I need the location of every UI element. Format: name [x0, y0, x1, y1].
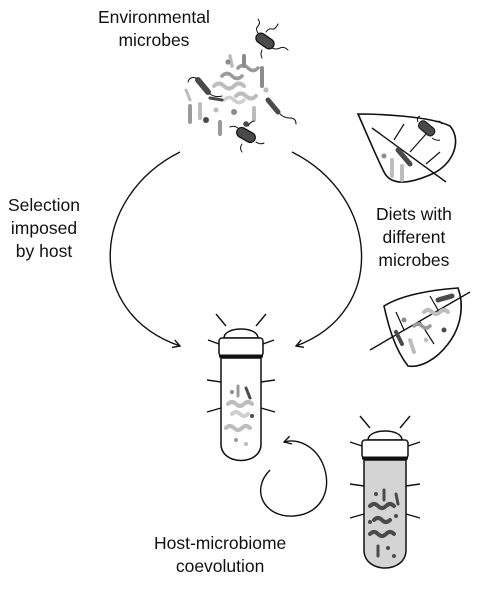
coevolution-label: Host-microbiome coevolution — [154, 532, 286, 578]
selection-arrow — [109, 151, 182, 349]
environmental-microbes-label-line-2: microbes — [118, 30, 190, 50]
selection-label: Selection imposed by host — [8, 194, 80, 263]
beetle-icon — [349, 415, 421, 569]
leaf-icon — [369, 287, 471, 368]
beetle-icon — [206, 313, 276, 462]
bacteria-cluster-icon — [184, 18, 297, 153]
flagellated-bacterium-icon — [187, 77, 223, 98]
selection-label-line-3: by host — [15, 241, 73, 261]
environmental-microbes-label: Environmental microbes — [98, 6, 210, 52]
flagellated-bacterium-icon — [255, 18, 289, 59]
environmental-microbes-label-line-1: Environmental — [98, 7, 210, 27]
diet-arrow — [291, 151, 363, 349]
diets-label: Diets with different microbes — [376, 203, 452, 272]
coevolution-label-line-1: Host-microbiome — [154, 533, 287, 553]
coevolution-label-line-2: coevolution — [175, 556, 265, 576]
selection-label-line-1: Selection — [8, 195, 80, 215]
diets-label-line-2: different — [382, 227, 446, 247]
diets-label-line-3: microbes — [378, 250, 450, 270]
diets-label-line-1: Diets with — [376, 204, 452, 224]
flagellated-bacterium-icon — [229, 120, 265, 153]
leaf-icon — [356, 113, 457, 183]
cycle-arrow-icon — [259, 435, 328, 517]
selection-label-line-2: imposed — [10, 218, 78, 238]
